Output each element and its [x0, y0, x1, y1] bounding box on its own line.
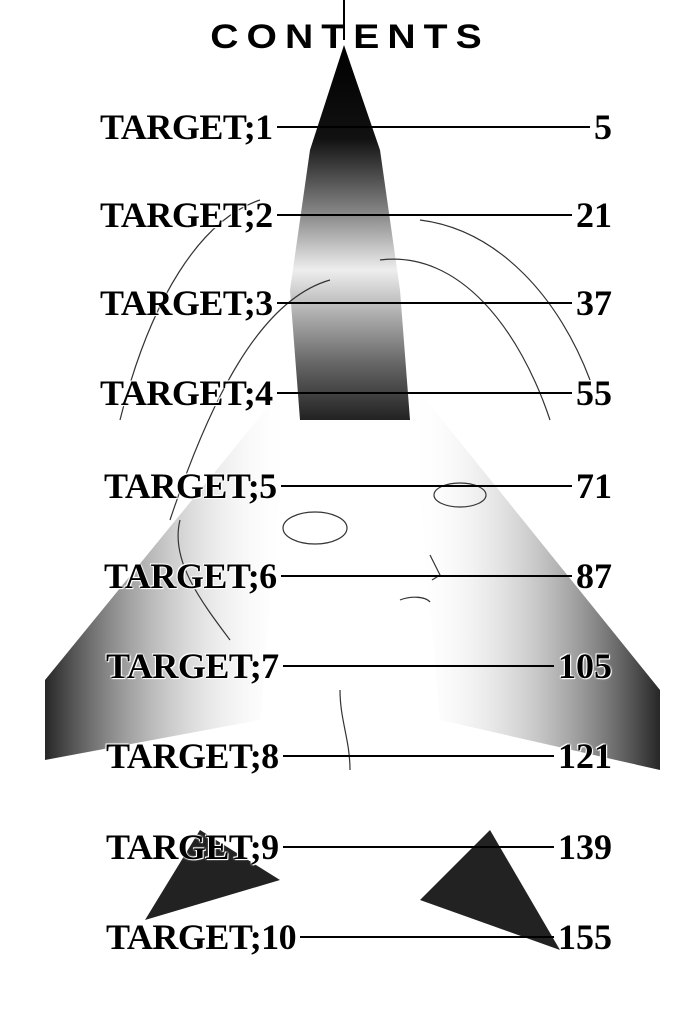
jet-right-tail — [420, 830, 560, 950]
jet-left-wing — [45, 380, 290, 760]
chapter-label: TARGET;1 — [100, 107, 273, 147]
toc-entry[interactable]: TARGET;2 21 — [100, 195, 612, 235]
toc-entry[interactable]: TARGET;1 5 — [100, 107, 612, 147]
leader-line — [276, 214, 572, 216]
chapter-label: TARGET;2 — [100, 195, 273, 235]
leader-line — [282, 665, 554, 667]
contents-title: CONTENTS — [210, 18, 490, 56]
toc-entry[interactable]: TARGET;9 139 — [106, 827, 612, 867]
chapter-label: TARGET;3 — [100, 283, 273, 323]
toc-entry[interactable]: TARGET;3 37 — [100, 283, 612, 323]
page-number: 139 — [558, 827, 612, 867]
leader-line — [282, 846, 554, 848]
toc-entry[interactable]: TARGET;4 55 — [100, 373, 612, 413]
page-number: 71 — [576, 466, 612, 506]
jet-fuselage — [290, 45, 410, 420]
leader-line — [282, 755, 554, 757]
toc-entry[interactable]: TARGET;7 105 — [106, 646, 612, 686]
page-number: 155 — [558, 917, 612, 957]
toc-entry[interactable]: TARGET;5 71 — [104, 466, 612, 506]
page-number: 37 — [576, 283, 612, 323]
chapter-label: TARGET;10 — [106, 917, 297, 957]
leader-line — [300, 936, 554, 938]
page-number: 121 — [558, 736, 612, 776]
toc-entry[interactable]: TARGET;6 87 — [104, 556, 612, 596]
jet-left-tail — [145, 830, 280, 920]
page-number: 55 — [576, 373, 612, 413]
leader-line — [276, 392, 572, 394]
page-number: 105 — [558, 646, 612, 686]
page-number: 5 — [594, 107, 612, 147]
leader-line — [276, 302, 572, 304]
leader-line — [276, 126, 590, 128]
chapter-label: TARGET;4 — [100, 373, 273, 413]
chapter-label: TARGET;9 — [106, 827, 279, 867]
page-number: 87 — [576, 556, 612, 596]
leader-line — [280, 485, 572, 487]
leader-line — [280, 575, 572, 577]
chapter-label: TARGET;6 — [104, 556, 277, 596]
chapter-label: TARGET;7 — [106, 646, 279, 686]
toc-entry[interactable]: TARGET;10 155 — [106, 917, 612, 957]
chapter-label: TARGET;8 — [106, 736, 279, 776]
chapter-label: TARGET;5 — [104, 466, 277, 506]
toc-entry[interactable]: TARGET;8 121 — [106, 736, 612, 776]
page-number: 21 — [576, 195, 612, 235]
